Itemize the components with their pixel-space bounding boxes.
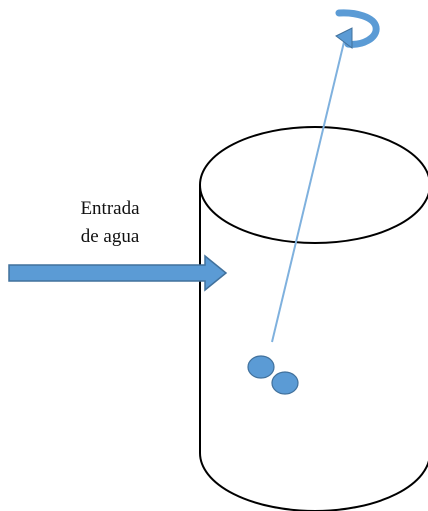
water-inlet-arrow bbox=[8, 254, 228, 292]
particle bbox=[271, 371, 299, 395]
cylinder-bottom-arc bbox=[199, 452, 428, 511]
inlet-label-line1: Entrada bbox=[80, 198, 140, 219]
cylinder-top-ellipse bbox=[199, 126, 428, 244]
circular-arrow-icon bbox=[335, 9, 380, 49]
particle bbox=[247, 355, 275, 379]
rotation-arrowhead bbox=[335, 27, 353, 49]
inlet-arrow-shape bbox=[8, 254, 228, 292]
particles bbox=[247, 355, 299, 395]
inlet-label-line2: de agua bbox=[80, 226, 140, 247]
water-inlet-label: Entrada de agua bbox=[40, 195, 180, 251]
cylinder-vessel bbox=[199, 126, 428, 511]
rotation-axis-line bbox=[271, 41, 345, 343]
rotation-arc bbox=[335, 9, 380, 48]
